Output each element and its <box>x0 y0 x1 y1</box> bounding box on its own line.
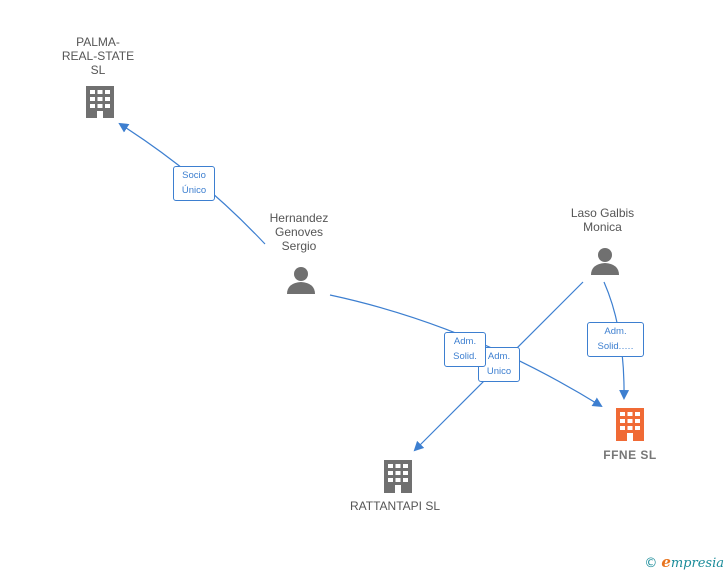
building-icon-ffne[interactable] <box>616 408 644 441</box>
edge-label-adm-solid-2: Adm. Solid.…. <box>587 322 644 357</box>
building-icon-palma[interactable] <box>86 86 114 118</box>
edge-label-adm-solid-1: Adm. Solid. <box>444 332 486 367</box>
brand-initial: e <box>661 553 671 571</box>
empresia-logo[interactable]: ©empresia <box>644 553 724 571</box>
node-label-palma[interactable]: PALMA- REAL-STATE SL <box>61 35 135 77</box>
node-label-rattantapi[interactable]: RATTANTAPI SL <box>349 499 440 513</box>
copyright-symbol: © <box>644 556 658 571</box>
node-label-laso[interactable]: Laso Galbis Monica <box>570 206 635 234</box>
brand-name: mpresia <box>670 556 724 571</box>
edge-label-socio-unico: Socio Único <box>173 166 215 201</box>
node-label-hernandez[interactable]: Hernandez Genoves Sergio <box>269 211 329 253</box>
node-label-ffne[interactable]: FFNE SL <box>603 448 657 462</box>
building-icon-rattantapi[interactable] <box>384 460 412 493</box>
person-icon-laso[interactable] <box>591 248 619 275</box>
person-icon-hernandez[interactable] <box>287 267 315 294</box>
